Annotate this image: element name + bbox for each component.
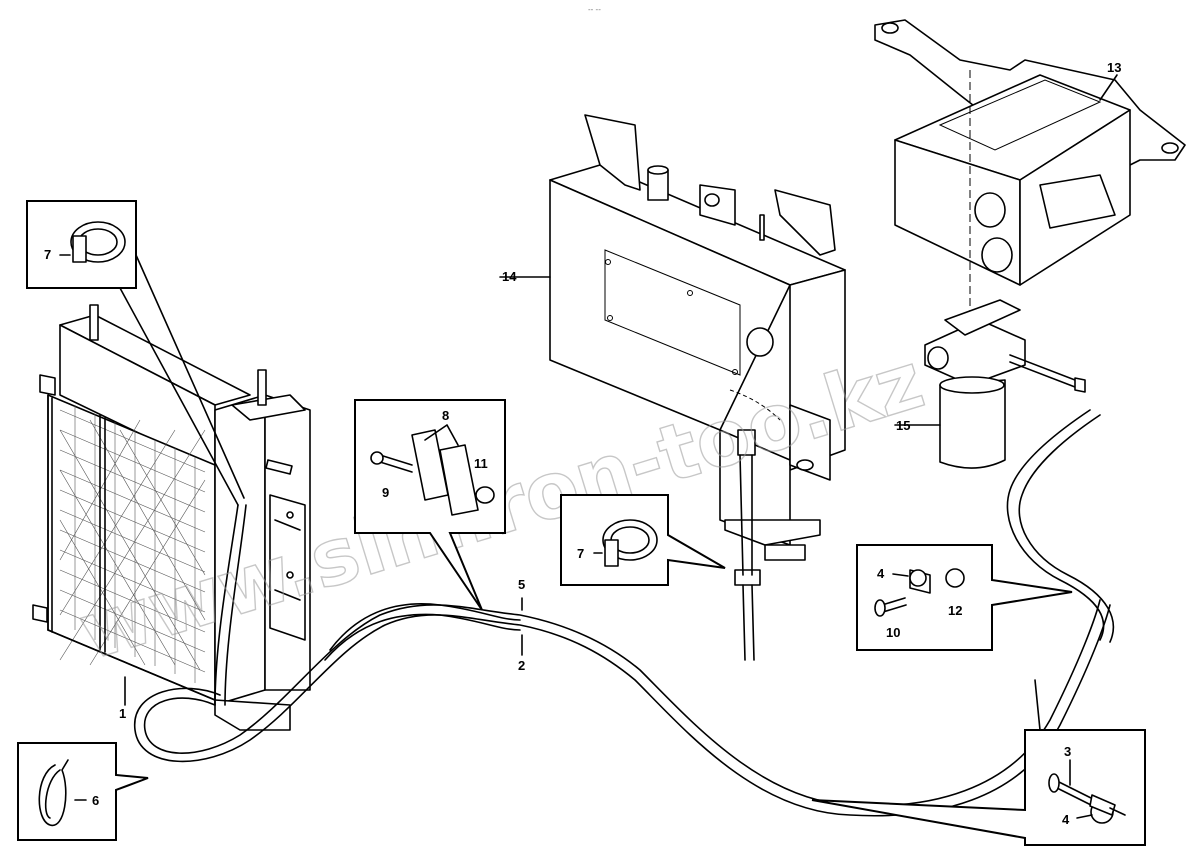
callout-15: 15 bbox=[896, 418, 910, 433]
callout-1: 1 bbox=[119, 706, 126, 721]
header-mark: -- -- bbox=[588, 5, 601, 14]
leader-13 bbox=[1099, 74, 1118, 101]
callout-11: 11 bbox=[474, 456, 488, 471]
callout-14: 14 bbox=[502, 269, 517, 284]
heater-unit bbox=[874, 19, 1186, 330]
radiator-core-grid bbox=[59, 405, 206, 683]
callout-2: 2 bbox=[518, 658, 525, 673]
callout-7-top: 7 bbox=[44, 247, 51, 262]
hoses bbox=[134, 409, 1115, 817]
detail-box-clamp-7b bbox=[560, 494, 726, 586]
callout-12: 12 bbox=[948, 603, 962, 618]
filter-assembly bbox=[894, 299, 1086, 469]
detail-box-clip-8 bbox=[354, 399, 506, 611]
callout-4-clamp-3: 4 bbox=[1062, 812, 1070, 827]
callout-5: 5 bbox=[518, 577, 525, 592]
leader-8 bbox=[424, 424, 459, 446]
radiator-cooler bbox=[32, 304, 311, 731]
callout-13: 13 bbox=[1107, 60, 1121, 75]
detail-box-clamp-7a bbox=[26, 200, 245, 506]
callout-9: 9 bbox=[382, 485, 389, 500]
detail-box-clamp-3 bbox=[811, 679, 1146, 846]
leader-4a bbox=[892, 573, 909, 577]
callout-3: 3 bbox=[1064, 744, 1071, 759]
expansion-tank bbox=[499, 114, 846, 586]
callout-7-middle: 7 bbox=[577, 546, 584, 561]
callout-6: 6 bbox=[92, 793, 99, 808]
callout-8: 8 bbox=[442, 408, 449, 423]
callout-10: 10 bbox=[886, 625, 900, 640]
detail-box-clamp-10 bbox=[856, 544, 1073, 651]
leader-4b bbox=[1076, 814, 1093, 819]
detail-box-tie-6 bbox=[17, 742, 149, 841]
callout-labels: 1 2 3 4 4 5 6 7 7 8 9 10 11 12 13 14 15 bbox=[44, 60, 1121, 827]
callout-4-clamp-10: 4 bbox=[877, 566, 885, 581]
